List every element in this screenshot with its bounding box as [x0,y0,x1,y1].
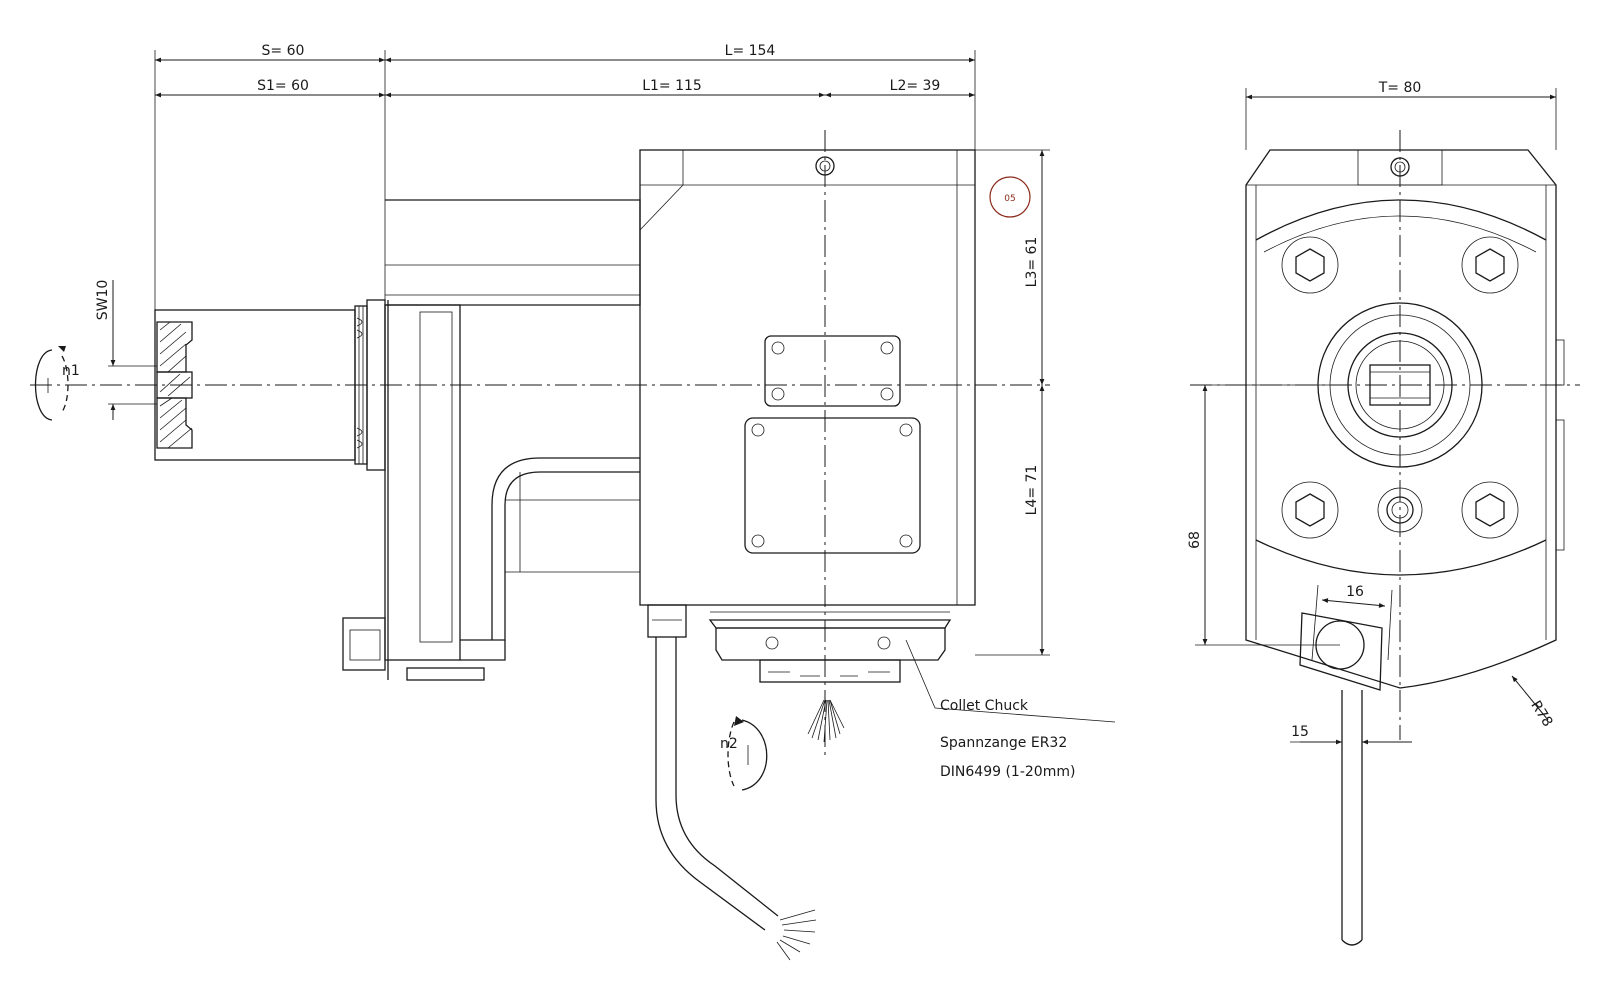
rotation-n1-icon [34,346,69,421]
front-view-body [1245,149,1565,946]
dimension-lines-vertical [975,149,1050,656]
dim-SW10: SW10 [95,280,111,321]
dim-L3: L3= 61 [1024,237,1040,288]
dim-L4: L4= 71 [1024,465,1040,516]
label-n1: n1 [62,363,80,379]
front-view-dims [1190,88,1580,740]
dim-15: 15 [1291,724,1309,740]
tool-body-side [342,149,976,743]
sw10-dimension [108,280,157,420]
rotation-n2-icon [727,716,768,791]
dim-68: 68 [1187,531,1203,549]
dim-16: 16 [1346,584,1364,600]
dim-L2: L2= 39 [890,78,941,94]
revision-badge [989,176,1031,218]
callout-line-3: DIN6499 (1-20mm) [940,764,1075,780]
label-n2: n2 [720,736,738,752]
dim-L1: L1= 115 [642,78,702,94]
cable [655,637,817,961]
callout-line-2: Spannzange ER32 [940,735,1067,751]
callout-line-1: Collet Chuck [940,698,1029,714]
shank-collet [154,299,386,471]
dim-S1: S1= 60 [257,78,309,94]
dimension-lines-top [154,50,976,310]
dim-T: T= 80 [1378,80,1422,96]
badge-label: 05 [1004,194,1015,204]
dim-S: S= 60 [262,43,305,59]
dim-L: L= 154 [725,43,776,59]
callout-leader [905,639,1116,723]
dim-R78: R78 [1527,698,1555,730]
